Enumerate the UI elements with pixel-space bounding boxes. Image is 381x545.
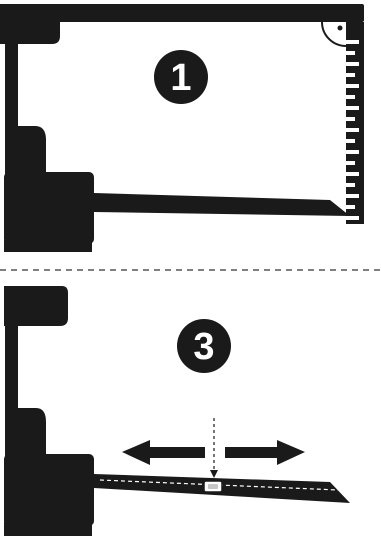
move-right-arrow-icon (225, 440, 305, 465)
ruler-tick (346, 139, 355, 143)
ruler-tick (346, 84, 359, 88)
move-left-arrow-icon (122, 440, 205, 465)
step-1-badge: 1 (154, 50, 208, 104)
ruler-tick (346, 95, 355, 99)
machine-frame-icon (0, 4, 364, 252)
ruler-tick (346, 172, 359, 176)
step-1-number: 1 (170, 57, 191, 99)
square-corner-icon (321, 21, 347, 47)
ruler-tick (346, 194, 359, 198)
ruler-tick (346, 128, 359, 132)
ruler-tick (346, 51, 355, 55)
step-3-number: 3 (193, 326, 214, 368)
ruler-tick (346, 205, 355, 209)
level-vial-icon (203, 480, 223, 493)
panel-step-3: 3 (4, 286, 350, 536)
ruler-tick (346, 150, 359, 154)
ruler-tick (346, 106, 359, 110)
panel-step-1: 1 (0, 4, 364, 252)
ruler-tick (346, 161, 355, 165)
ruler-tick (346, 62, 359, 66)
straightedge-icon (94, 193, 350, 216)
dashed-pointer-icon (210, 418, 218, 478)
ruler-tick (346, 183, 355, 187)
ruler-tick (346, 73, 355, 77)
ruler-tick (346, 40, 359, 44)
step-3-badge: 3 (177, 319, 231, 373)
ruler-tick (346, 117, 355, 121)
ruler-tick (346, 216, 359, 220)
machine-frame-icon (4, 286, 94, 536)
vertical-ruler-icon (346, 22, 364, 224)
